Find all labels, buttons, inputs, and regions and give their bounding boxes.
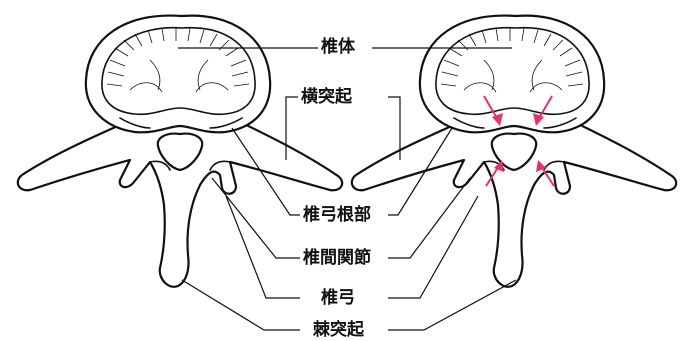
label-lamina: 椎弓 xyxy=(318,288,358,308)
left-vertebra xyxy=(16,14,344,288)
label-facet-joint: 椎間関節 xyxy=(300,248,374,268)
label-transverse-process: 横突起 xyxy=(298,87,355,107)
label-pedicle: 椎弓根部 xyxy=(300,205,374,225)
label-vertebral-body: 椎体 xyxy=(318,37,358,57)
leader-lines xyxy=(178,47,517,331)
stress-arrows xyxy=(483,95,555,187)
label-spinous-process: 棘突起 xyxy=(310,320,367,340)
